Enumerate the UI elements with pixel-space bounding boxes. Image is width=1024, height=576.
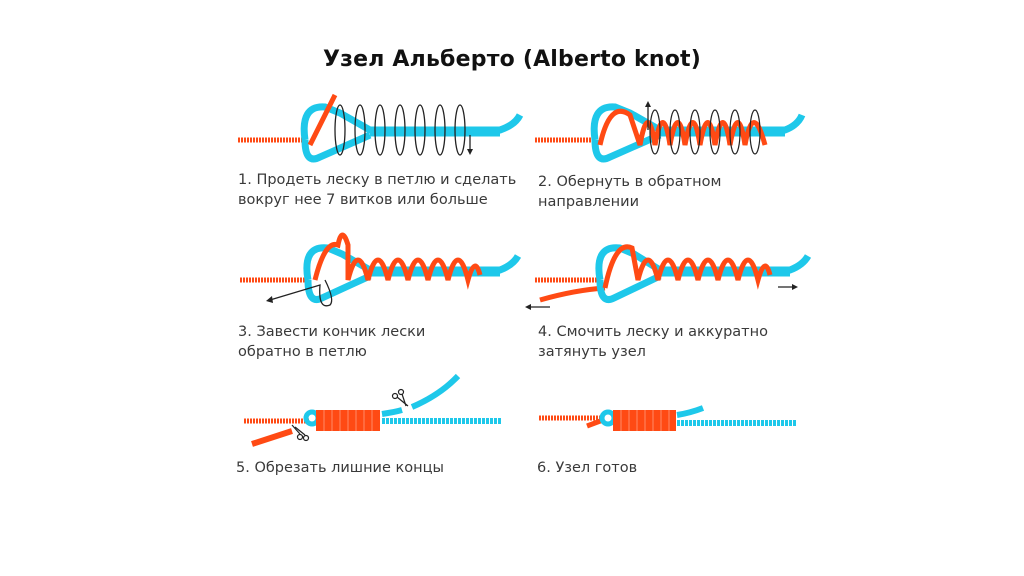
step-6-caption: 6. Узел готов xyxy=(537,458,637,478)
step-4-caption-line1: 4. Смочить леску и аккуратно xyxy=(538,324,768,340)
step-4: 4. Смочить леску и аккуратно затянуть уз… xyxy=(520,220,820,370)
step-1: 1. Продеть леску в петлю и сделать вокру… xyxy=(230,85,530,215)
step-1-illustration-icon xyxy=(238,93,524,163)
step-2-caption-line2: направлении xyxy=(538,194,639,210)
step-3-illustration-icon xyxy=(240,232,522,307)
step-5: 5. Обрезать лишние концы xyxy=(230,370,530,490)
step-3-caption-line2: обратно в петлю xyxy=(238,344,367,360)
step-3: 3. Завести кончик лески обратно в петлю xyxy=(230,220,530,370)
step-1-caption-line2: вокруг нее 7 витков или больше xyxy=(238,192,488,208)
step-2-caption: 2. Обернуть в обратном направлении xyxy=(538,172,721,212)
step-4-illustration-icon xyxy=(525,244,812,310)
step-2-illustration-icon xyxy=(535,101,806,163)
step-6-illustration-icon xyxy=(539,405,797,431)
step-3-caption-line1: 3. Завести кончик лески xyxy=(238,324,426,340)
scissors-icon xyxy=(291,424,310,442)
step-2-caption-line1: 2. Обернуть в обратном xyxy=(538,174,722,190)
step-5-caption-line1: 5. Обрезать лишние концы xyxy=(236,460,444,476)
step-5-illustration-icon xyxy=(244,373,502,447)
step-1-caption: 1. Продеть леску в петлю и сделать вокру… xyxy=(238,170,516,210)
scissors-icon xyxy=(391,388,409,407)
step-4-caption: 4. Смочить леску и аккуратно затянуть уз… xyxy=(538,322,768,362)
step-2: 2. Обернуть в обратном направлении xyxy=(530,85,820,215)
step-6: 6. Узел готов xyxy=(525,380,815,480)
step-1-caption-line1: 1. Продеть леску в петлю и сделать xyxy=(238,172,517,188)
step-5-caption: 5. Обрезать лишние концы xyxy=(236,458,444,478)
page-title: Узел Альберто (Alberto knot) xyxy=(322,47,702,72)
step-3-caption: 3. Завести кончик лески обратно в петлю xyxy=(238,322,425,362)
step-6-caption-line1: 6. Узел готов xyxy=(537,460,638,476)
step-4-caption-line2: затянуть узел xyxy=(538,344,646,360)
